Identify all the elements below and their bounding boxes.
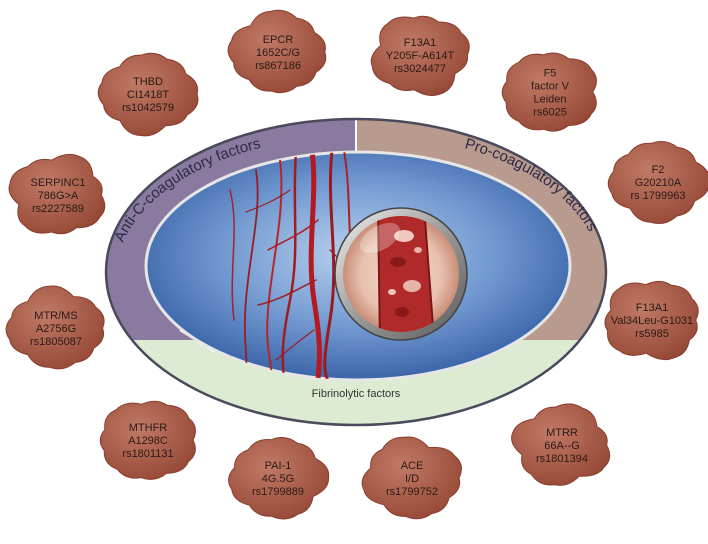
factor-line: Y205F-A614T [386,50,455,62]
factor-line: rs867186 [255,60,301,72]
factor-line: 66A--G [544,440,579,452]
factor-line: Val34Leu-G1031 [611,315,693,327]
factor-line: 4G.5G [262,473,294,485]
inner-vessel-panel [144,150,572,382]
factor-blob-shape [370,15,470,97]
factor-line: rs 1799963 [630,190,685,202]
factor-line: MTHFR [129,422,168,434]
factor-blob-shape [511,403,611,486]
factor-line: rs6025 [533,107,567,119]
factor-blob-shape [501,52,597,132]
factor-line: MTR/MS [34,310,77,322]
factor-line: I/D [405,473,419,485]
factor-line: Leiden [533,94,566,106]
factor-line: SERPINC1 [30,177,85,189]
factor-blob-shape [99,400,196,480]
outer-ring-border [104,117,608,427]
factor-line: 786G>A [38,190,79,202]
factor-blob-shape [228,437,330,520]
factor-line: rs3024477 [394,63,446,75]
factor-line: MTRR [546,427,578,439]
factor-blob-shape [8,153,106,235]
factor-blob-shape [97,52,199,137]
factor-line: F13A1 [636,302,668,314]
factor-line: 1652C/G [256,47,300,59]
factor-line: F2 [652,164,665,176]
factor-line: THBD [133,76,163,88]
factor-line: EPCR [263,34,294,46]
factor-line: G20210A [635,177,682,189]
factor-line: rs1042579 [122,102,174,114]
factor-line: ACE [401,460,424,472]
factor-blob-shape [607,140,708,225]
factor-line: rs1801394 [536,453,588,465]
factor-line: rs1799889 [252,486,304,498]
factor-line: A1298C [128,435,168,447]
factor-line: factor V [531,81,570,93]
factor-line: rs1799752 [386,486,438,498]
factor-line: F13A1 [404,37,436,49]
fibrinolytic-label: Fibrinolytic factors [312,388,401,400]
magnifier-lens [334,207,468,341]
factor-line: rs5985 [635,328,669,340]
vessel-cross-section [376,216,436,332]
factor-line: A2756G [36,323,76,335]
factor-blob-shape [604,280,699,361]
factor-line: rs2227589 [32,203,84,215]
factor-line: rs1805087 [30,336,82,348]
factor-blob-shape [361,436,462,520]
factor-line: F5 [544,68,557,80]
factor-line: rs1801131 [122,448,173,460]
factor-line: PAI-1 [265,460,292,472]
factor-blob-shape [5,285,105,370]
factor-blob-shape [227,9,327,94]
factor-line: CI1418T [127,89,169,101]
factor-blobs: THBDCI1418Trs1042579EPCR1652C/Grs867186F… [5,9,708,520]
